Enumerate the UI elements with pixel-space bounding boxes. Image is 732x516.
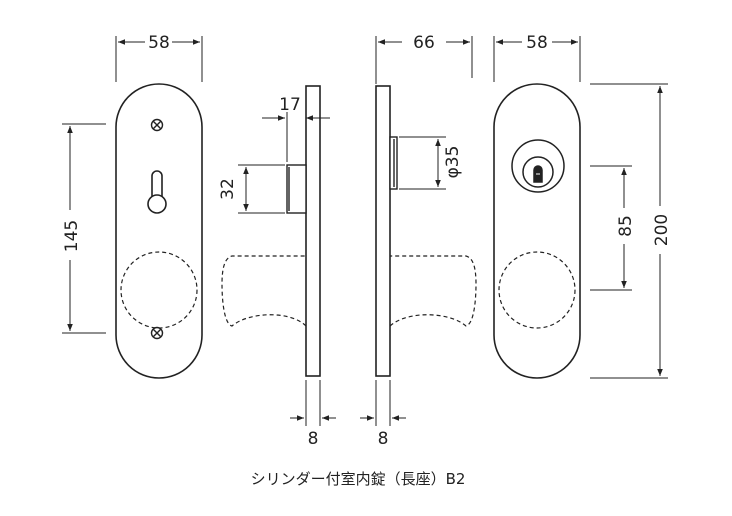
- dim-left-screw-span: [62, 123, 106, 334]
- thumbturn-icon: [147, 170, 167, 214]
- left-side-plate: [305, 85, 321, 377]
- dim-right-plate-width: [493, 36, 581, 82]
- dim-right-center-distance: [590, 165, 632, 291]
- left-escutcheon-plate: [115, 83, 203, 379]
- screw-bottom-icon: [150, 326, 164, 340]
- dim-right-plate-height: [590, 83, 668, 379]
- right-side-cylinder: [389, 136, 398, 190]
- dim-cylinder-diameter: [399, 136, 446, 190]
- left-side-thumbturn: [286, 164, 307, 214]
- left-side-knob-outline: [221, 255, 307, 327]
- right-side-knob-outline: [389, 255, 477, 327]
- dim-thumbturn-height: [238, 164, 285, 214]
- dim-right-side-thickness: [360, 380, 406, 426]
- dim-side-projection-label: 17: [279, 95, 301, 115]
- dim-right-side-thickness-label: 8: [378, 429, 389, 449]
- cylinder-keyhole-icon: [511, 139, 565, 193]
- dim-left-plate-width: [115, 36, 203, 82]
- dim-right-side-depth-label: 66: [413, 33, 435, 53]
- dim-right-center-distance-label: 85: [616, 215, 636, 237]
- dim-left-screw-span-label: 145: [62, 220, 82, 252]
- dim-right-plate-width-label: 58: [526, 33, 548, 53]
- dim-right-side-depth: [375, 36, 473, 84]
- right-side-plate: [375, 85, 391, 377]
- dim-side-projection: [262, 112, 330, 162]
- dim-cylinder-diameter-label: φ35: [443, 146, 463, 179]
- screw-top-icon: [150, 118, 164, 132]
- right-escutcheon-plate: [493, 83, 581, 379]
- dim-left-plate-width-label: 58: [148, 33, 170, 53]
- dim-left-side-thickness: [290, 380, 336, 426]
- diagram-caption: シリンダー付室内錠（長座）B2: [251, 470, 466, 488]
- dim-right-plate-height-label: 200: [652, 214, 672, 246]
- knob-outline-right: [498, 251, 576, 329]
- dim-left-side-thickness-label: 8: [308, 429, 319, 449]
- dim-thumbturn-height-label: 32: [218, 178, 238, 200]
